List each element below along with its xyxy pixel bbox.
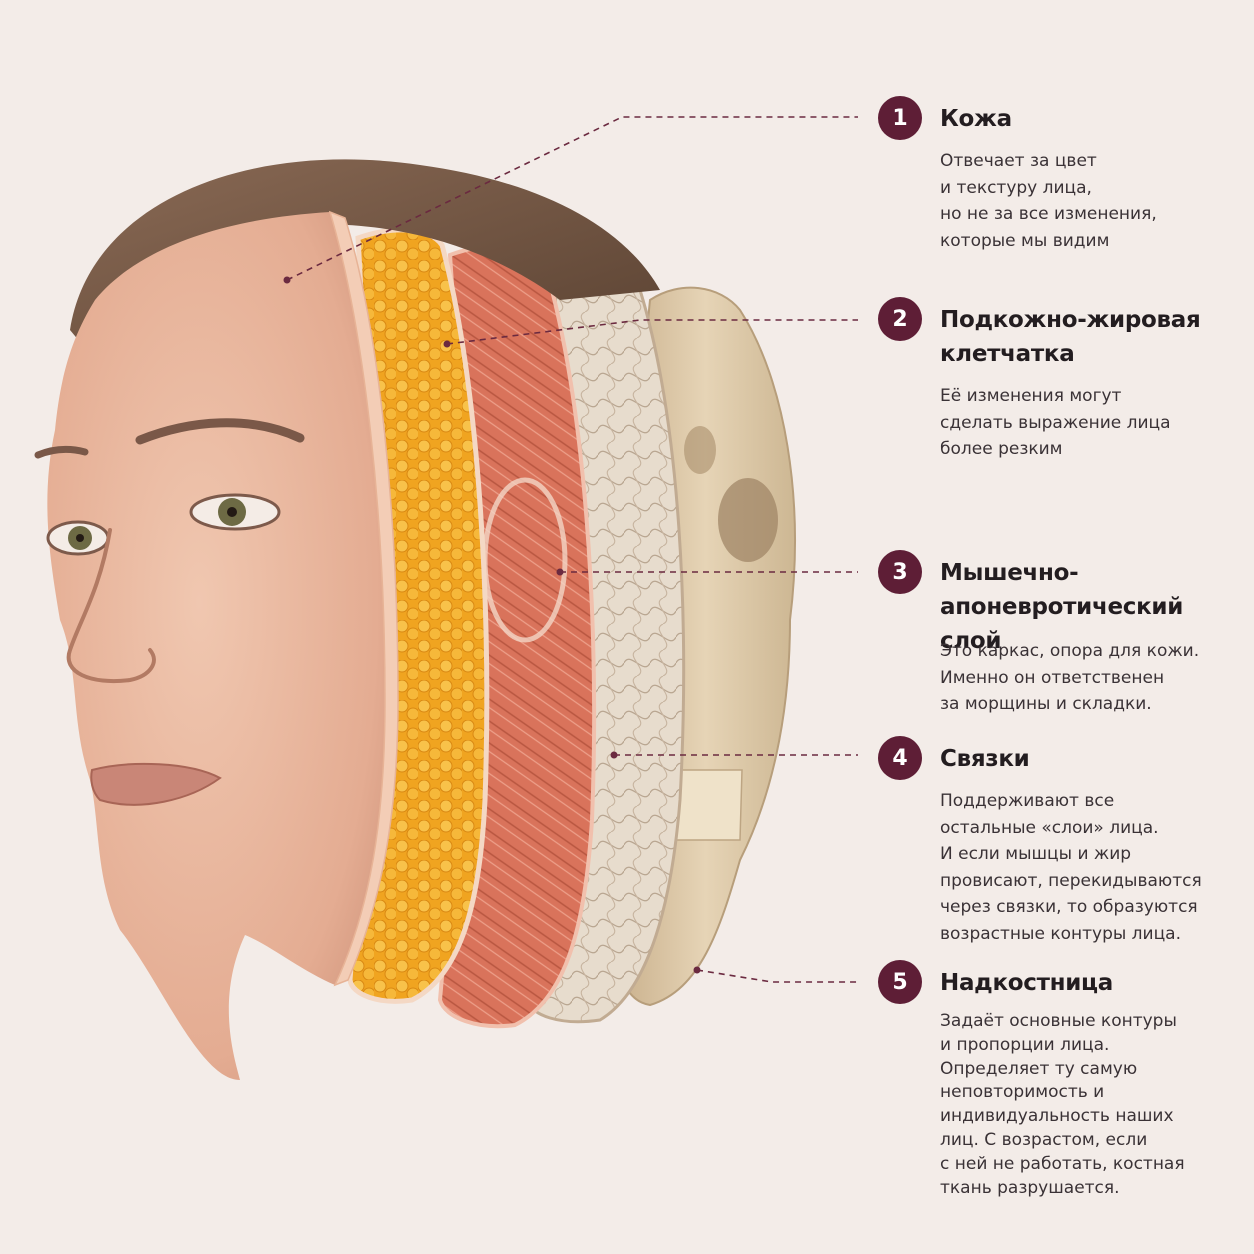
skull-nasal-cavity <box>684 426 716 474</box>
leader-line-1 <box>286 116 858 281</box>
leader-line-5 <box>696 969 858 983</box>
layer-title: Надкостница <box>940 970 1113 996</box>
layer-number-badge: 2 <box>878 297 922 341</box>
layer-number-badge: 3 <box>878 550 922 594</box>
hair <box>70 159 660 360</box>
lips <box>90 762 222 806</box>
layer-number-badge: 4 <box>878 736 922 780</box>
layer-description: Отвечает за цвет и текстуру лица, но не … <box>940 151 1157 251</box>
layer-number-badge: 1 <box>878 96 922 140</box>
layer-title: Подкожно-жировая клетчатка <box>940 307 1201 367</box>
leader-dot-5 <box>693 966 701 974</box>
layer-description: Её изменения могут сделать выражение лиц… <box>940 386 1171 459</box>
layer-title: Мышечно- апоневротический слой <box>940 560 1184 654</box>
face-skin <box>47 212 385 1080</box>
right-eyebrow <box>34 445 89 459</box>
left-eyebrow <box>135 418 305 445</box>
leader-dot-1 <box>283 276 291 284</box>
leader-dot-2 <box>443 340 451 348</box>
layer-description: Поддерживают все остальные «слои» лица. … <box>940 791 1202 944</box>
layer-description: Задаёт основные контуры и пропорции лица… <box>940 1011 1185 1198</box>
leader-dot-3 <box>556 568 564 576</box>
layer-title: Кожа <box>940 106 1012 132</box>
layer-number-badge: 5 <box>878 960 922 1004</box>
layer-title: Связки <box>940 746 1030 772</box>
left-pupil <box>227 507 237 517</box>
leader-lines <box>286 116 858 983</box>
layer-description: Это каркас, опора для кожи. Именно он от… <box>940 641 1200 714</box>
skin-layer-edge <box>328 210 399 987</box>
leader-dots <box>283 276 701 974</box>
leader-dot-4 <box>610 751 618 759</box>
nose <box>66 528 156 683</box>
skull-eye-socket <box>718 478 778 562</box>
right-pupil <box>76 534 84 542</box>
